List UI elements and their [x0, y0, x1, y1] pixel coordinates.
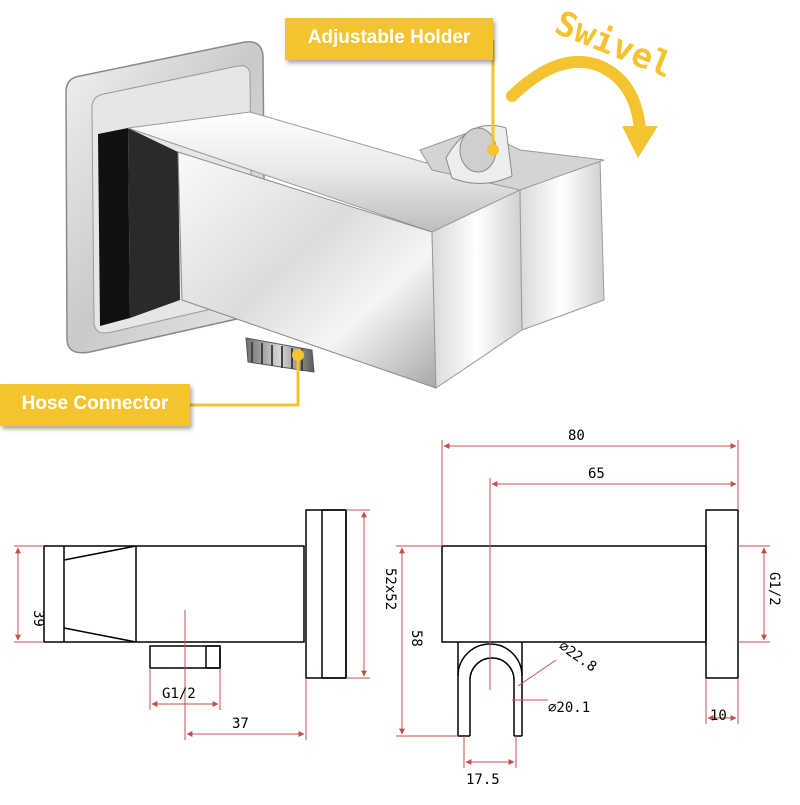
front-height-label: 58 — [408, 630, 424, 647]
hose-leader — [190, 349, 304, 407]
side-flange-outline — [305, 509, 347, 679]
side-body-outline — [43, 545, 305, 643]
side-flange-inner — [321, 509, 347, 679]
side-depth-label: 37 — [232, 716, 249, 732]
adjustable-holder-callout: Adjustable Holder — [285, 18, 493, 60]
side-flange-label: 52x52 — [382, 568, 398, 610]
body-block — [127, 111, 523, 389]
front-thread-label: G1/2 — [766, 572, 782, 606]
hose-connector-callout: Hose Connector — [0, 384, 190, 426]
front-flange-outline — [705, 509, 739, 679]
front-total-length-label: 80 — [568, 428, 585, 444]
adjustable-holder — [419, 124, 605, 331]
front-inner-diameter-label: ⌀20.1 — [548, 700, 590, 716]
front-holder-inner — [469, 657, 515, 736]
side-holder-outline — [63, 545, 137, 643]
front-flange-thickness-label: 10 — [710, 708, 727, 724]
front-outer-diameter-label: ⌀22.8 — [556, 638, 600, 675]
side-thread-label: G1/2 — [162, 686, 196, 702]
front-center-length-label: 65 — [588, 466, 605, 482]
side-view-labels: 39 52x52 G1/2 37 — [30, 568, 398, 732]
front-slot-width-label: 17.5 — [466, 772, 500, 788]
side-height-label: 39 — [30, 610, 46, 627]
product-photo: Swivel — [65, 3, 678, 407]
front-body-outline — [441, 545, 707, 643]
side-view-drawing — [43, 509, 347, 679]
swivel-arrow — [506, 55, 658, 158]
holder-leader — [487, 40, 499, 156]
side-view-dimensions — [14, 509, 370, 740]
front-view-dimensions — [396, 440, 770, 768]
front-view-labels: 80 65 58 G1/2 ⌀22.8 ⌀20.1 17.5 10 — [408, 428, 782, 788]
